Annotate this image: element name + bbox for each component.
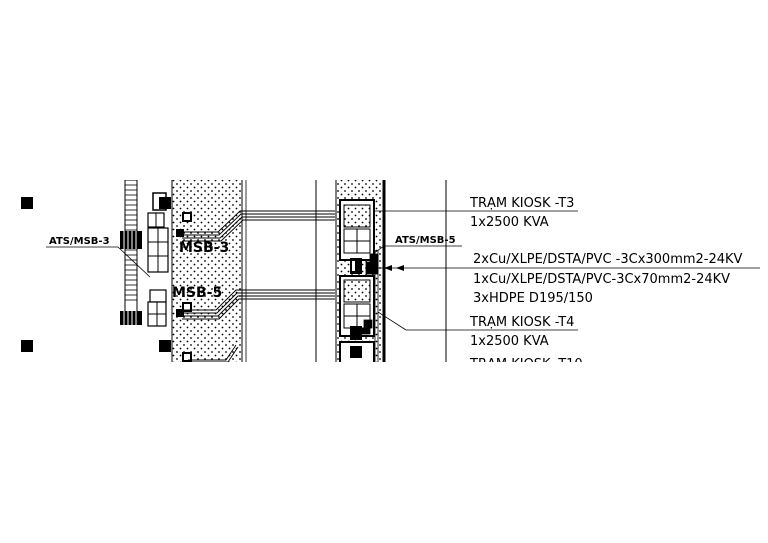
ats-msb5-label: ATS/MSB-5 [395,235,456,246]
cable-spec-line3: 3xHDPE D195/150 [473,291,593,306]
feeder-cable-lower [188,344,239,362]
kiosk-t3-rating: 1x2500 KVA [470,215,549,230]
cable-spec-line2: 1xCu/XLPE/DSTA/PVC-3Cx70mm2-24KV [473,272,730,287]
kiosk-t4-rating: 1x2500 KVA [470,334,549,349]
cable-spec-line1: 2xCu/XLPE/DSTA/PVC -3Cx300mm2-24KV [473,252,743,267]
msb5-label: MSB-5 [172,285,222,301]
msb-panels [147,192,169,327]
building-wall-zone-left [171,180,247,362]
corner-marker [21,340,33,352]
cable-tray-ladder [120,180,142,325]
ats-msb3-label: ATS/MSB-3 [49,236,110,247]
hv-cable-duct [359,250,379,362]
leader-lines [46,210,760,331]
feeder-cable-msb5 [182,289,335,320]
arrow-marker [384,265,404,271]
corner-marker [159,197,171,209]
kiosk-t3-name: TRẠM KIOSK -T3 [469,196,574,211]
corner-marker [159,340,171,352]
corner-marker [21,197,33,209]
kiosk-t4-name: TRẠM KIOSK -T4 [469,315,574,330]
kiosk-t3-symbol [339,199,375,274]
kiosk-t10-name-cut: TRẠM KIOSK -T10 [469,357,583,372]
kiosk-t10-symbol [339,341,375,362]
feeder-cable-msb3 [182,210,335,242]
msb3-label: MSB-3 [179,240,229,256]
